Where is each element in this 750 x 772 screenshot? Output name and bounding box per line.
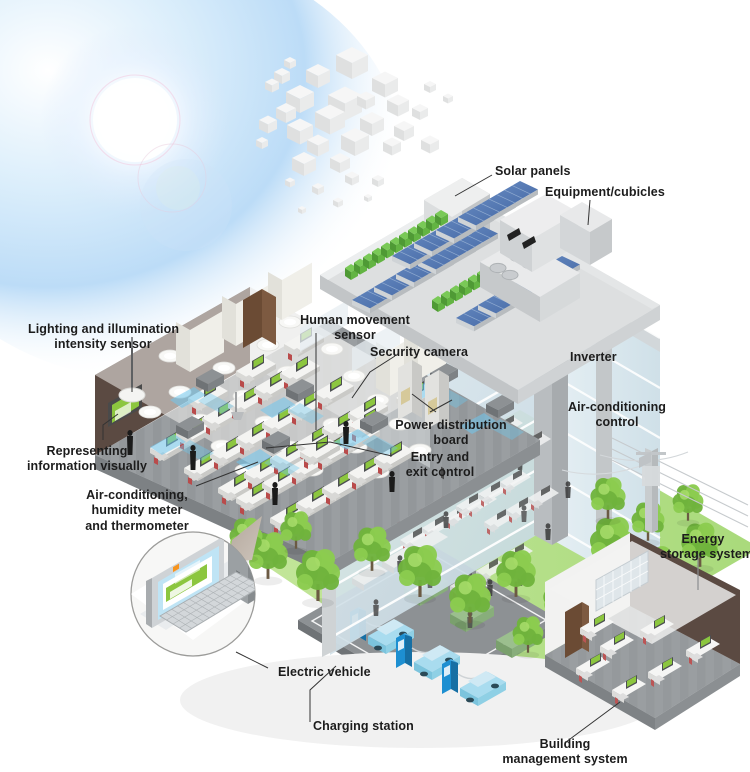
label-electric-vehicle: Electric vehicle [278, 665, 371, 679]
label-representing-information: Representing information visually [26, 444, 148, 474]
utility-pole [636, 448, 666, 533]
label-lighting-sensor: Lighting and illumination intensity sens… [28, 322, 180, 352]
label-security-camera: Security camera [370, 345, 469, 359]
label-equipment-cubicles: Equipment/cubicles [545, 185, 665, 199]
equipment-cubicles-object [500, 194, 612, 272]
label-charging-station: Charging station [313, 719, 414, 733]
label-power-distribution-board: Power distribution board [395, 418, 507, 448]
cutaway-office-floor [95, 262, 540, 576]
label-inverter: Inverter [570, 350, 617, 364]
label-air-conditioning-control: Air-conditioning control [567, 400, 667, 430]
workstation-callout [130, 516, 262, 657]
utility-pole-and-lines [561, 437, 749, 528]
building-management-room [545, 533, 740, 730]
cloud-cubes [256, 47, 453, 214]
label-building-management: Building management system [502, 737, 628, 767]
label-energy-storage-system: Energy storage system [660, 532, 750, 562]
label-entry-exit-control: Entry and exit control [405, 450, 475, 480]
security-camera-object [231, 392, 244, 420]
rooftop [320, 178, 660, 480]
label-solar-panels: Solar panels [495, 164, 571, 178]
label-human-movement-sensor: Human movement sensor [300, 313, 410, 343]
label-air-conditioning-meter: Air-conditioning, humidity meter and the… [85, 488, 189, 533]
